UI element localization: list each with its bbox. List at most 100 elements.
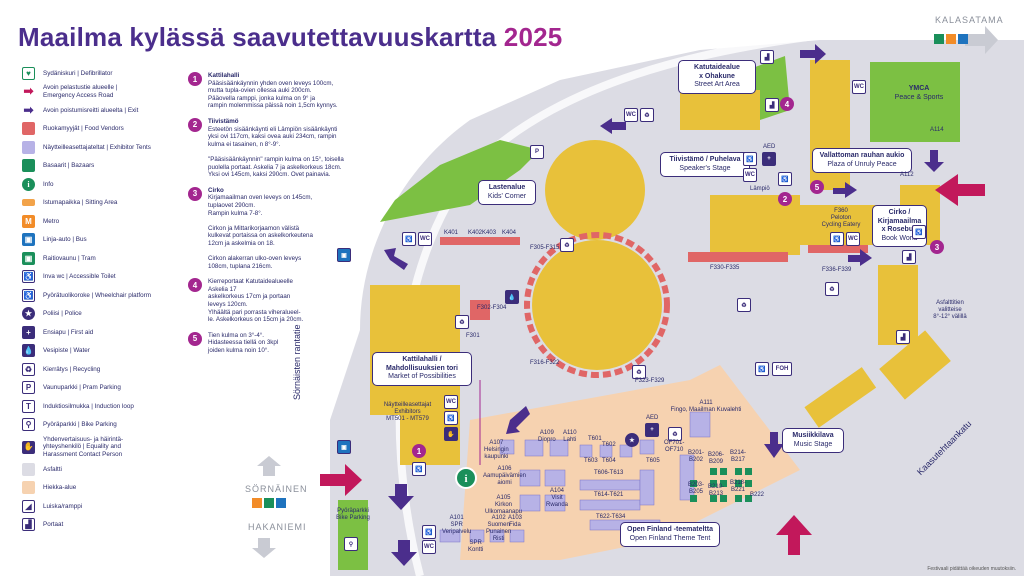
bus-stop-icon: ▣	[337, 440, 351, 454]
accessible-toilet-icon: ♿	[830, 232, 844, 246]
water-icon: 💧	[505, 290, 519, 304]
legend-item: 💧Vesipiste | Water	[22, 342, 182, 361]
legend-item: ▣Raitiovaunu | Tram	[22, 249, 182, 268]
label-nayttelyasettajat: Näytteilleasettajat Exhibitors MT501 - M…	[383, 402, 432, 422]
food-vendor-swatch	[22, 122, 35, 136]
label-a101: A101 SPR Veripalvelu	[442, 515, 472, 535]
food-row-k401	[440, 237, 520, 245]
wheelchair-platform-icon: ♿	[778, 172, 792, 186]
legend-item: +Ensiapu | First aid	[22, 323, 182, 342]
metro-icon: M	[22, 214, 35, 228]
label-b203: B203- B205	[688, 482, 705, 495]
legend-item: ▟Portaat	[22, 516, 182, 535]
label-pyoraparkki: Pyöräparkki Bike Parking	[336, 508, 370, 521]
note-number: 4	[188, 278, 202, 293]
round-tent-lower	[532, 240, 662, 370]
wheelchair-platform-icon: ♿	[22, 288, 35, 302]
street-sornaisten-rantatie: Sörnäisten rantatie	[292, 324, 302, 400]
label-f316: F316-F322	[530, 360, 560, 366]
label-a109: A109 Diopro	[538, 430, 556, 443]
stairs-icon: ▟	[760, 50, 774, 64]
wc-icon: WC	[852, 80, 866, 94]
title-year: 2025	[503, 22, 563, 52]
label-a104: A104 Visit Rwanda	[546, 488, 569, 508]
label-t614: T614-T621	[594, 492, 624, 498]
legend-item: Näytteilleasettajateltat | Exhibitor Ten…	[22, 138, 182, 157]
food-row-f302	[470, 300, 490, 320]
label-k404: K404	[502, 230, 517, 236]
wheelchair-platform-icon: ♿	[912, 225, 926, 239]
building-katutaide	[680, 90, 760, 130]
building-far-right	[879, 330, 951, 400]
label-a112: A112	[900, 172, 914, 178]
legend-item: ▣Linja-auto | Bus	[22, 231, 182, 250]
map-marker-1: 1	[412, 444, 426, 458]
label-t602: T602	[602, 442, 616, 448]
label-t605: T605	[646, 458, 660, 464]
page-title: Maailma kylässä saavutettavuuskartta 202…	[18, 22, 562, 53]
sornainen-arrow	[257, 456, 281, 476]
accessible-toilet-icon: ♿	[743, 152, 757, 166]
first-aid-icon: +	[645, 423, 659, 437]
building-musiikkilava	[804, 367, 877, 428]
emergency-arrows	[320, 174, 985, 555]
legend-item: Istumapaikka | Sitting Area	[22, 194, 182, 213]
wheelchair-platform-icon: ♿	[412, 462, 426, 476]
label-a110: A110 Lahti	[563, 430, 577, 443]
label-aed-2: AED	[646, 415, 659, 421]
label-t606: T606-T613	[594, 470, 624, 476]
bazaars	[690, 468, 752, 502]
accessible-toilet-icon: ♿	[402, 232, 416, 246]
tram-icon: ▣	[22, 251, 35, 265]
tram-icon	[934, 34, 944, 44]
note-number: 2	[188, 117, 202, 132]
label-t603: T603	[584, 458, 598, 464]
svg-text:i: i	[464, 473, 467, 485]
accessible-toilet-icon: ♿	[422, 525, 436, 539]
sornainen-transit-icons	[252, 498, 286, 508]
metro-icon	[252, 498, 262, 508]
map-marker-3: 3	[930, 240, 944, 254]
footer-note: Festivaali pidättää oikeuden muutoksiin.	[927, 566, 1016, 572]
pram-parking-icon: P	[22, 381, 35, 395]
bus-icon	[958, 34, 968, 44]
bus-icon: ▣	[22, 233, 35, 247]
legend-item: ★Poliisi | Police	[22, 305, 182, 324]
sand-swatch	[22, 481, 35, 495]
bus-icon	[276, 498, 286, 508]
label-t601: T601	[588, 436, 602, 442]
food-row-f336	[808, 245, 868, 253]
contact-person-icon: ✋	[22, 440, 35, 454]
hakaniemi-arrow	[252, 538, 276, 558]
asphalt-swatch	[22, 462, 35, 476]
legend-item: ♥Sydäniskuri | Defibrillator	[22, 64, 182, 83]
note-number: 1	[188, 72, 202, 86]
exhibitor-tent-swatch	[22, 140, 35, 154]
exit-arrows	[384, 44, 944, 566]
accessible-toilet-icon: ♿	[755, 362, 769, 376]
info-icon: i	[22, 177, 35, 191]
ramp-icon: ◢	[22, 499, 35, 513]
foh-icon: FOH	[772, 362, 792, 376]
label-a114: A114	[930, 127, 944, 133]
wc-icon: WC	[624, 108, 638, 122]
label-spr-kontti: SPR Kontti	[468, 540, 484, 553]
map-marker-2: 2	[778, 192, 792, 206]
stairs-icon: ▟	[765, 98, 779, 112]
label-k401: K401	[444, 230, 459, 236]
induction-loop-icon: T	[22, 399, 35, 413]
pram-parking-icon: P	[530, 145, 544, 159]
legend-item: ⚲Pyöräparkki | Bike Parking	[22, 416, 182, 435]
recycling-icon: ♻	[825, 282, 839, 296]
legend-item: ♿Inva wc | Accessible Toilet	[22, 268, 182, 287]
label-b206: B206- B209	[708, 452, 725, 465]
label-b218: B218- B221	[730, 480, 747, 493]
label-asfaltti-note: Asfalttitien valitteise 8°-12° välillä	[933, 300, 967, 320]
wc-icon: WC	[418, 232, 432, 246]
title-main: Maailma kylässä saavutettavuuskartta	[18, 22, 497, 52]
